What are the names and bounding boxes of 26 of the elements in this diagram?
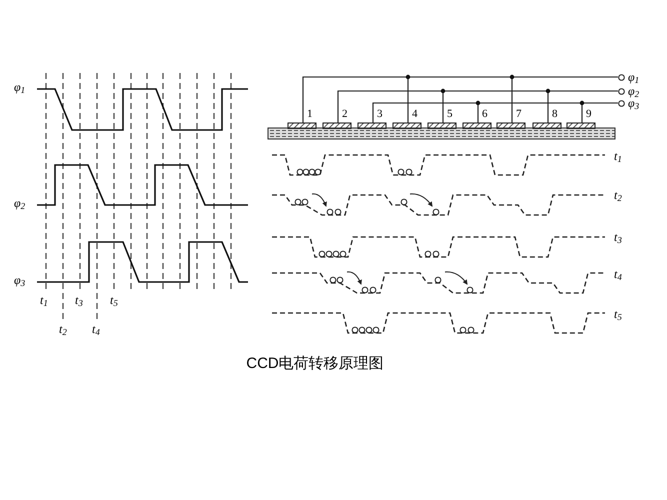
signal-label: φ$_{2}$: [14, 197, 26, 209]
signal-label: t$_{4}$: [92, 323, 100, 335]
signal-label: φ$_{1}$: [14, 81, 26, 93]
caption: CCD电荷转移原理图: [245, 354, 385, 374]
electrode-number: 8: [552, 109, 558, 120]
signal-label: t$_{5}$: [110, 294, 118, 306]
electrode-number: 3: [377, 109, 382, 120]
signal-label: t$_{3}$: [614, 231, 622, 243]
signal-label: t$_{3}$: [75, 294, 83, 306]
phase-label: φ$_{1}$: [628, 71, 640, 83]
signal-label: t$_{5}$: [614, 308, 622, 320]
electrode-number: 7: [516, 109, 522, 120]
signal-label: t$_{1}$: [614, 150, 622, 162]
signal-label: t$_{2}$: [59, 323, 67, 335]
electrode-number: 5: [447, 109, 452, 120]
electrode-number: 9: [586, 109, 592, 120]
electrode-number: 2: [342, 109, 348, 120]
phase-label: φ$_{2}$: [628, 85, 640, 97]
signal-label: φ$_{3}$: [14, 274, 26, 286]
signal-label: t$_{2}$: [614, 189, 622, 201]
electrode-number: 1: [307, 109, 312, 120]
electrode-number: 4: [412, 109, 418, 120]
signal-label: t$_{4}$: [614, 268, 622, 280]
signal-label: t$_{1}$: [40, 294, 48, 306]
electrode-number: 6: [482, 109, 488, 120]
phase-label: φ$_{3}$: [628, 97, 640, 109]
